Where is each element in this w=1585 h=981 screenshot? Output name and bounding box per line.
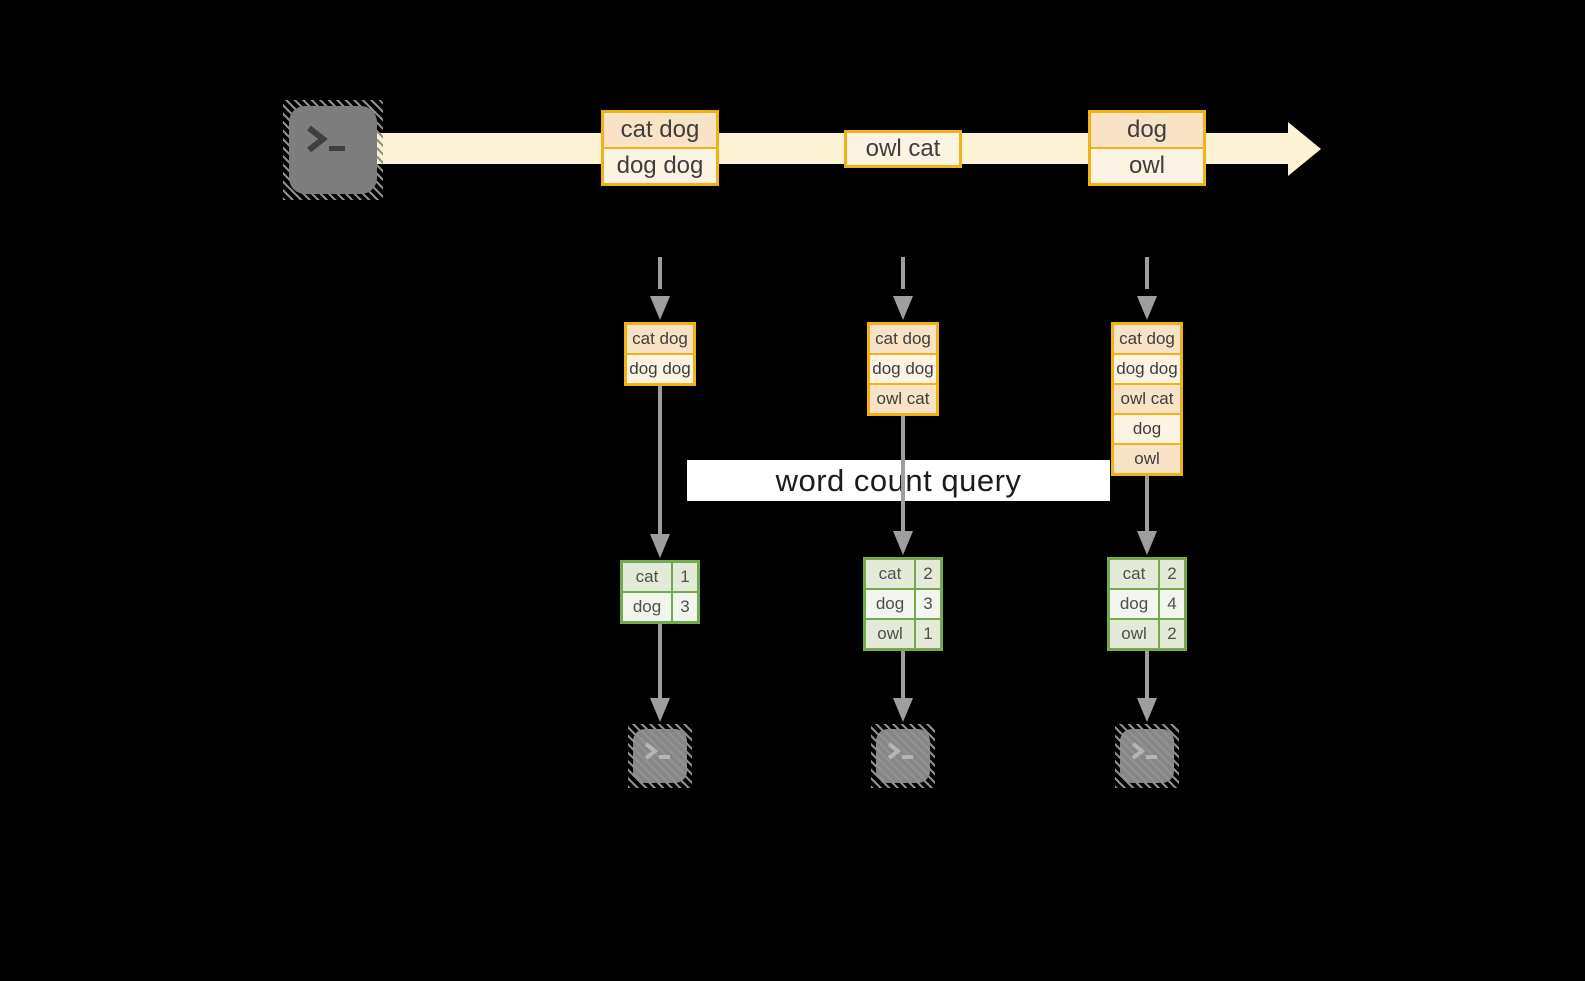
accumulated-stack-3: cat dog dog dog owl cat dog owl [1111,322,1183,476]
count-cell: 1 [916,620,940,648]
query-arrow-line [1145,476,1149,531]
stack-cell: cat dog [627,325,693,353]
output-arrow-line [1145,651,1149,698]
ingest-arrowhead-icon [1137,296,1157,320]
ingest-arrow-dash [658,257,662,289]
word-cell: owl [866,620,914,648]
count-cell: 3 [916,590,940,618]
wordcount-table-1: cat 1 dog 3 [620,560,700,624]
accumulated-stack-1: cat dog dog dog [624,322,696,386]
terminal-body [1120,729,1174,783]
ingest-arrow-dash [1145,257,1149,289]
count-cell: 2 [1160,560,1184,588]
stream-batch-2: owl cat [844,130,962,168]
terminal-body [633,729,687,783]
count-cell: 1 [673,563,697,591]
wordcount-table-2: cat 2 dog 3 owl 1 [863,557,943,651]
query-arrowhead-icon [650,534,670,558]
word-cell: cat [866,560,914,588]
word-cell: cat [1110,560,1158,588]
query-label: word count query [775,462,1022,498]
ingest-arrow-dash [901,257,905,289]
ingest-arrowhead-icon [893,296,913,320]
word-cell: dog [866,590,914,618]
stack-cell: owl [1114,445,1180,473]
wordcount-table-3: cat 2 dog 4 owl 2 [1107,557,1187,651]
query-arrowhead-icon [1137,531,1157,555]
sink-terminal-icon [1115,724,1179,788]
accumulated-stack-2: cat dog dog dog owl cat [867,322,939,416]
terminal-body [876,729,930,783]
count-cell: 4 [1160,590,1184,618]
count-cell: 2 [1160,620,1184,648]
source-terminal-icon [283,100,383,200]
stack-cell: dog dog [870,355,936,383]
stack-cell: dog dog [1114,355,1180,383]
batch-cell: owl [1091,149,1203,183]
stream-batch-1: cat dog dog dog [601,110,719,186]
sink-terminal-icon [628,724,692,788]
query-arrow-line [901,416,905,531]
terminal-body [289,106,377,194]
prompt-icon [887,742,913,760]
word-cell: owl [1110,620,1158,648]
prompt-icon [307,125,345,153]
word-cell: dog [1110,590,1158,618]
query-arrowhead-icon [893,531,913,555]
ingest-arrowhead-icon [650,296,670,320]
output-arrowhead-icon [893,698,913,722]
stream-arrowhead-icon [1288,122,1321,176]
prompt-icon [644,742,670,760]
output-arrowhead-icon [650,698,670,722]
stack-cell: cat dog [870,325,936,353]
word-cell: cat [623,563,671,591]
query-arrow-line [658,386,662,534]
output-arrowhead-icon [1137,698,1157,722]
output-arrow-line [901,651,905,698]
batch-cell: owl cat [847,133,959,165]
word-cell: dog [623,593,671,621]
count-cell: 2 [916,560,940,588]
output-arrow-line [658,624,662,698]
stack-cell: dog dog [627,355,693,383]
sink-terminal-icon [871,724,935,788]
stack-cell: dog [1114,415,1180,443]
batch-cell: dog dog [604,149,716,183]
count-cell: 3 [673,593,697,621]
batch-cell: cat dog [604,113,716,147]
batch-cell: dog [1091,113,1203,147]
query-banner: word count query [687,460,1110,501]
stream-batch-3: dog owl [1088,110,1206,186]
stack-cell: cat dog [1114,325,1180,353]
stack-cell: owl cat [1114,385,1180,413]
prompt-icon [1131,742,1157,760]
stack-cell: owl cat [870,385,936,413]
